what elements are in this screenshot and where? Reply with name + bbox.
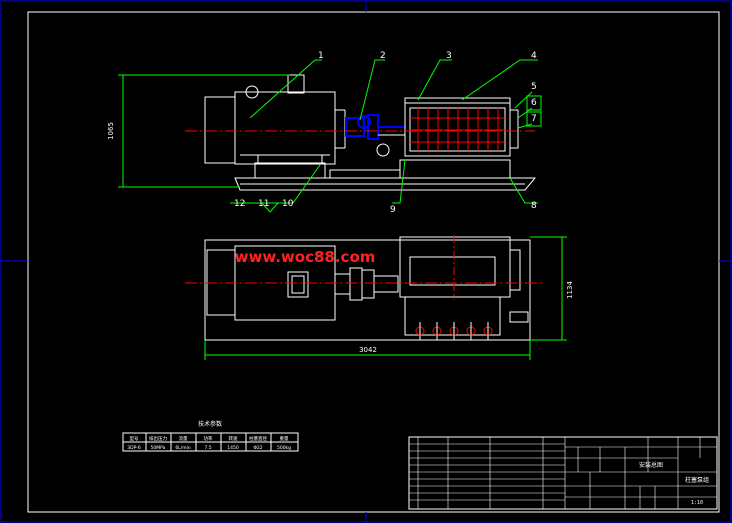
balloon-9: 9 [390,205,396,215]
params-header-6: 重量 [280,435,289,442]
balloon-3: 3 [446,51,452,61]
motor [204,74,346,165]
balloon-labels: 1 2 3 4 5 6 7 8 9 10 11 12 [234,51,537,215]
params-header-1: 排出压力 [149,435,167,442]
params-header-0: 型号 [130,435,139,442]
leader-lines [230,59,538,213]
params-table-title: 技术参数 [198,420,222,428]
title-block-rows [409,437,717,509]
plan-width-label: 1134 [566,281,574,299]
balloon-11: 11 [258,199,269,209]
plan-dimensions [204,236,567,360]
title-block-scale: 1:10 [691,500,703,506]
balloon-5: 5 [531,82,537,92]
balloon-boxes [526,95,542,127]
params-header-3: 功率 [204,435,213,442]
pump-cylinders [410,108,505,151]
plan-base [204,239,531,341]
balloon-12: 12 [234,199,245,209]
params-cell-4: 1450 [227,445,239,451]
balloon-6: 6 [531,98,537,108]
balloon-7: 7 [531,114,537,124]
params-table: 技术参数 型号 排出压力 流量 功率 转速 柱塞直径 重量 3DP-6 50MP… [122,420,299,452]
plan-view: 1134 3042 www.woc88.com [185,235,574,360]
balloon-8: 8 [531,201,537,211]
title-block-drawing-title: 安装总图 [639,461,663,469]
side-view: 1065 1 2 3 4 5 6 7 8 9 10 11 [107,51,542,215]
params-cell-1: 50MPa [151,445,166,451]
balloon-4: 4 [531,51,537,61]
params-header-2: 流量 [179,435,188,442]
balloon-2: 2 [380,51,386,61]
pump [404,97,519,157]
coupling-guard [376,134,405,157]
side-height-dimension [118,74,290,188]
plan-pump [399,236,529,336]
title-block-part-name: 柱塞泵组 [685,476,709,484]
params-header-4: 转速 [229,435,238,442]
plan-length-label: 3042 [359,346,377,354]
drawing-frame [27,11,720,513]
coupling [345,114,405,140]
plan-coupling [334,267,399,301]
balloon-10: 10 [282,199,294,209]
params-cell-5: Φ22 [253,445,262,451]
params-cell-0: 3DP-6 [127,445,141,451]
balloon-1: 1 [318,51,324,61]
title-block: 安装总图 柱塞泵组 1:10 [408,436,718,510]
params-header-5: 柱塞直径 [249,435,267,442]
plan-valve-stems [419,322,489,340]
side-height-label: 1065 [107,122,115,140]
watermark: www.woc88.com [235,248,376,266]
params-cell-2: 6L/min [175,445,191,451]
params-cell-3: 7.5 [204,445,211,451]
params-cell-6: 500kg [277,445,291,451]
